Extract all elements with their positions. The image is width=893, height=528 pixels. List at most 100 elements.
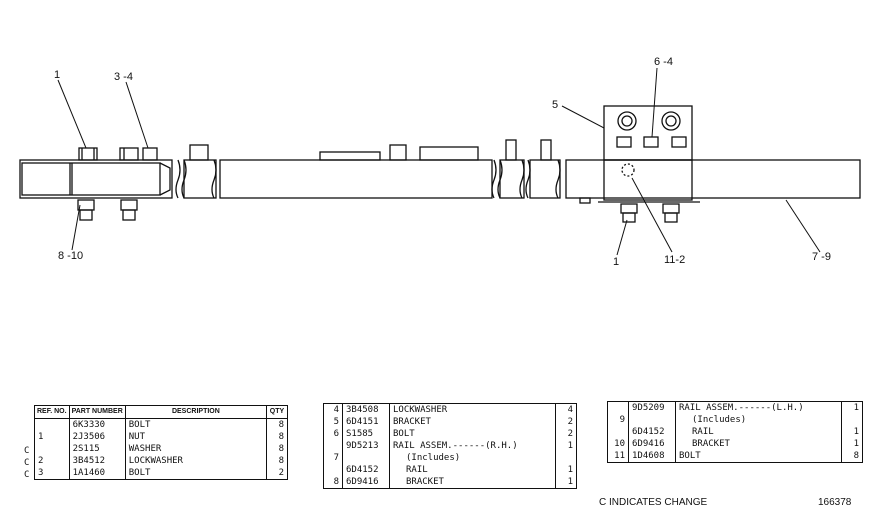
qty-cell: 8 xyxy=(266,443,288,455)
table-row: 5 6D4151 BRACKET 2 xyxy=(324,416,577,428)
ref-cell: 10 xyxy=(614,439,625,449)
callout-7-9: 7 -9 xyxy=(812,251,831,263)
callout-1-top: 1 xyxy=(54,69,60,81)
desc-cell: LOCKWASHER xyxy=(124,455,267,467)
qty-cell: 1 xyxy=(841,426,863,438)
desc-cell: BOLT xyxy=(124,418,267,431)
qty-cell: 1 xyxy=(841,401,863,414)
ref-cell: 9 xyxy=(619,415,625,425)
ref-cell xyxy=(35,419,70,432)
part-cell: 9D5209 xyxy=(628,401,676,414)
qty-cell: 8 xyxy=(841,450,863,463)
middle-rail xyxy=(219,159,493,199)
desc-cell: BRACKET xyxy=(389,416,556,428)
desc-cell: LOCKWASHER xyxy=(389,403,556,416)
change-mark: C xyxy=(24,446,30,456)
bolt-head-top-1 xyxy=(78,147,98,161)
table-row: 3 1A1460 BOLT 2 xyxy=(35,467,288,480)
part-cell xyxy=(342,452,390,464)
callout-1-bottom: 1 xyxy=(613,256,619,268)
parts-table-3: 9D5209 RAIL ASSEM.------(L.H.) 1 9 (Incl… xyxy=(607,401,863,463)
table-row: 1 2J3506 NUT 8 xyxy=(35,431,288,443)
ref-cell xyxy=(324,464,343,476)
callout-5: 5 xyxy=(552,99,558,111)
ref-cell: 2 xyxy=(38,456,44,466)
qty-cell: 8 xyxy=(266,418,288,431)
qty-cell: 8 xyxy=(266,431,288,443)
bracket-upper xyxy=(603,105,693,161)
left-rail-end xyxy=(19,159,173,199)
desc-cell: BRACKET xyxy=(389,476,556,489)
table-row: 9D5209 RAIL ASSEM.------(L.H.) 1 xyxy=(608,401,863,415)
nut-bottom-1 xyxy=(77,199,95,211)
part-cell: 6K3330 xyxy=(68,418,126,431)
qty-cell: 2 xyxy=(266,467,288,480)
ref-cell: 11 xyxy=(614,451,625,461)
table-row: 10 6D9416 BRACKET 1 xyxy=(608,438,863,450)
lockwasher-top xyxy=(142,147,158,161)
part-cell xyxy=(628,414,676,426)
qty-cell: 1 xyxy=(555,440,577,452)
qty-cell: 4 xyxy=(555,403,577,416)
desc-cell: RAIL ASSEM.------(L.H.) xyxy=(675,401,842,414)
desc-cell: BOLT xyxy=(675,450,842,463)
desc-cell: (Includes) xyxy=(675,414,842,426)
table-row: 9D5213 RAIL ASSEM.------(R.H.) 1 xyxy=(324,440,577,452)
ref-cell xyxy=(608,402,629,415)
desc-cell: BOLT xyxy=(389,428,556,440)
callout-3-4: 3 -4 xyxy=(114,71,133,83)
qty-cell: 2 xyxy=(555,428,577,440)
ref-cell: 8 xyxy=(333,477,339,487)
ref-cell: 5 xyxy=(333,417,339,427)
part-cell: 3B4508 xyxy=(342,403,390,416)
table-row: 6D4152 RAIL 1 xyxy=(324,464,577,476)
desc-cell: (Includes) xyxy=(389,452,556,464)
parts-table-1: REF. NO. PART NUMBER DESCRIPTION QTY 6K3… xyxy=(34,405,288,480)
desc-cell: RAIL ASSEM.------(R.H.) xyxy=(389,440,556,452)
header-description: DESCRIPTION xyxy=(124,405,267,419)
table-row: 2 3B4512 LOCKWASHER 8 xyxy=(35,455,288,467)
part-cell: 6D4152 xyxy=(342,464,390,476)
part-cell: 2J3506 xyxy=(68,431,126,443)
callout-11-2: 11-2 xyxy=(664,254,685,266)
left-bracket-inner xyxy=(21,162,161,196)
header-ref-no: REF. NO. xyxy=(34,405,70,419)
ref-cell xyxy=(324,440,343,452)
table-row: 9 (Includes) xyxy=(608,414,863,426)
desc-cell: BOLT xyxy=(124,467,267,480)
qty-cell: 8 xyxy=(266,455,288,467)
header-part-number: PART NUMBER xyxy=(68,405,126,419)
figure-number: 166378 xyxy=(818,497,852,508)
ref-cell: 1 xyxy=(38,432,44,442)
part-cell: 6D4151 xyxy=(342,416,390,428)
desc-cell: BRACKET xyxy=(675,438,842,450)
table-row: 6 S1585 BOLT 2 xyxy=(324,428,577,440)
desc-cell: RAIL xyxy=(389,464,556,476)
qty-cell xyxy=(555,452,577,464)
bracket-tab-1 xyxy=(189,144,209,161)
ref-cell: 7 xyxy=(333,453,339,463)
part-cell: 1D4608 xyxy=(628,450,676,463)
ref-cell: 6 xyxy=(333,429,339,439)
qty-cell: 1 xyxy=(555,464,577,476)
part-cell: 9D5213 xyxy=(342,440,390,452)
change-mark: C xyxy=(24,458,30,468)
callout-8-10: 8 -10 xyxy=(58,250,83,262)
table-row: 6K3330 BOLT 8 xyxy=(35,418,288,432)
rail-plate-2 xyxy=(419,146,479,161)
part-cell: 6D9416 xyxy=(342,476,390,489)
ref-cell: 4 xyxy=(333,405,339,415)
part-cell: 6D9416 xyxy=(628,438,676,450)
bracket-body xyxy=(603,159,693,201)
part-cell: 3B4512 xyxy=(68,455,126,467)
desc-cell: WASHER xyxy=(124,443,267,455)
part-cell: S1585 xyxy=(342,428,390,440)
bolt-head-top-2 xyxy=(119,147,139,161)
part-cell: 6D4152 xyxy=(628,426,676,438)
qty-cell: 2 xyxy=(555,416,577,428)
change-mark: C xyxy=(24,470,30,480)
qty-cell xyxy=(841,414,863,426)
table-row: 2S115 WASHER 8 xyxy=(35,443,288,455)
